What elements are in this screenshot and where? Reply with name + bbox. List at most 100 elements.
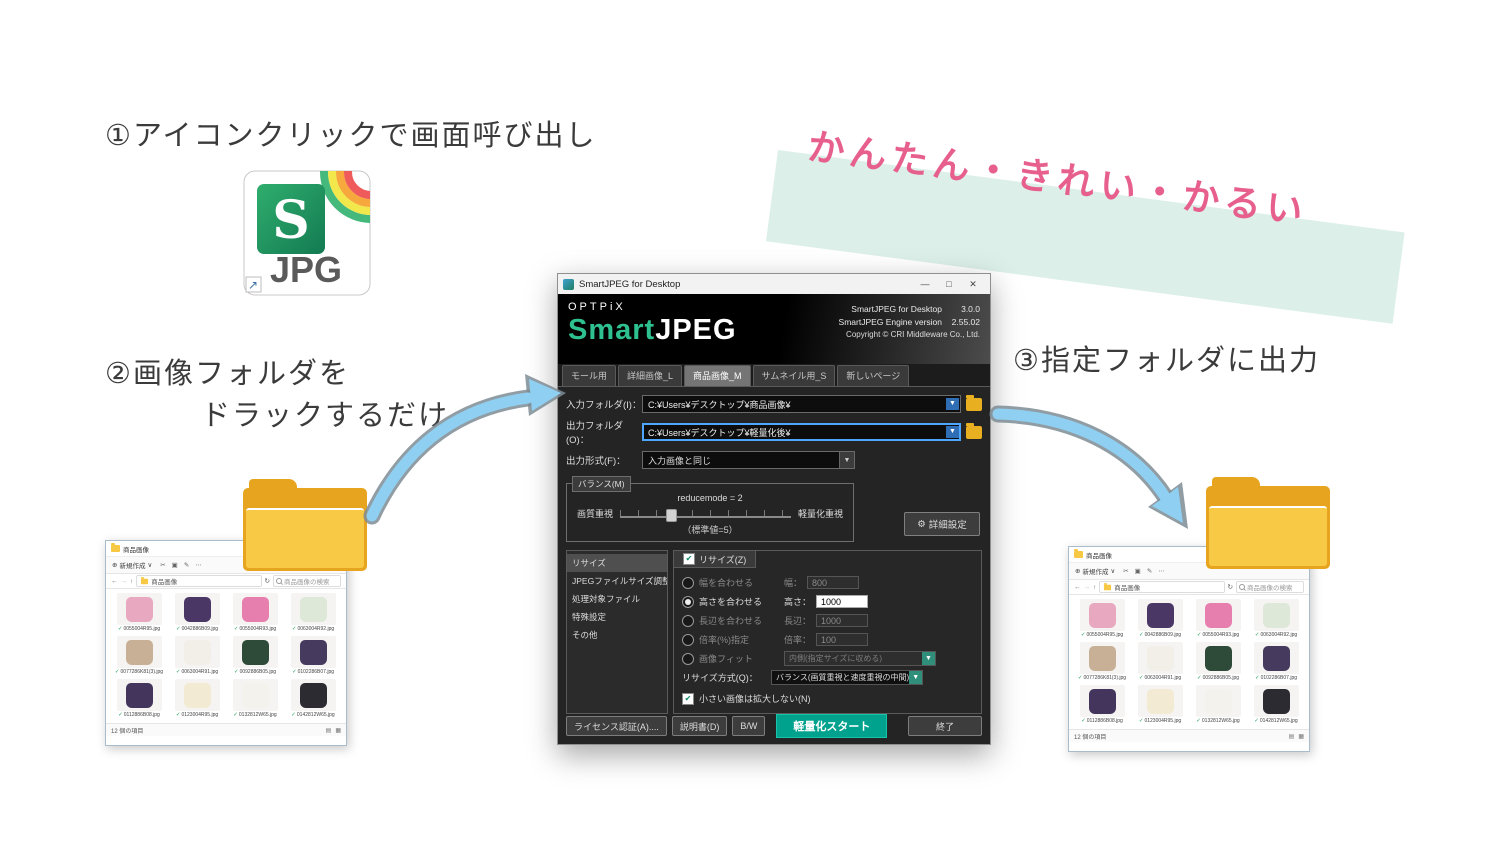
file-thumbnail[interactable]: ✓ 0123004R95.jpg bbox=[169, 679, 225, 719]
source-folder-icon[interactable] bbox=[243, 479, 367, 571]
file-thumbnail[interactable]: ✓ 0112886B08.jpg bbox=[111, 679, 167, 719]
grid-view-icon[interactable]: ▦ bbox=[335, 727, 341, 734]
file-thumbnail[interactable]: ✓ 0132812W65.jpg bbox=[1190, 685, 1246, 725]
file-thumbnail[interactable]: ✓ 0055004R93.jpg bbox=[1190, 599, 1246, 639]
back-icon[interactable]: ← bbox=[1074, 583, 1081, 591]
license-button[interactable]: ライセンス認証(A).... bbox=[566, 716, 667, 736]
output-folder-icon[interactable] bbox=[1206, 477, 1330, 569]
new-button[interactable]: ⊕ 新規作成 ∨ bbox=[1075, 566, 1115, 576]
file-thumbnail[interactable]: ✓ 0092886B05.jpg bbox=[227, 636, 283, 676]
tab-detail-l[interactable]: 詳細画像_L bbox=[618, 365, 683, 386]
file-thumbnail[interactable]: ✓ 0092886B05.jpg bbox=[1190, 642, 1246, 682]
exit-button[interactable]: 終了 bbox=[908, 716, 982, 736]
slider-handle[interactable] bbox=[666, 508, 678, 522]
balance-slider[interactable] bbox=[620, 508, 791, 522]
file-thumbnail[interactable]: ✓ 0112886B08.jpg bbox=[1074, 685, 1130, 725]
output-folder-label: 出力フォルダ(O)： bbox=[566, 421, 624, 446]
file-thumbnail[interactable]: ✓ 0042886B09.jpg bbox=[1132, 599, 1188, 639]
start-button[interactable]: 軽量化スタート bbox=[776, 714, 888, 738]
browse-output-folder-button[interactable] bbox=[966, 422, 982, 439]
rename-icon[interactable]: ✎ bbox=[1146, 568, 1153, 575]
file-thumbnail[interactable]: ✓ 0063004R92.jpg bbox=[285, 593, 341, 633]
up-icon[interactable]: ↑ bbox=[1093, 583, 1097, 591]
output-format-select[interactable]: 入力画像と同じ ▼ bbox=[642, 451, 855, 469]
forward-icon[interactable]: → bbox=[120, 577, 128, 585]
manual-button[interactable]: 説明書(D) bbox=[671, 716, 728, 736]
search-input[interactable]: 商品画像の検索 bbox=[1236, 581, 1304, 593]
output-folder-field[interactable]: C:¥Users¥デスクトップ¥軽量化後¥ ▼ bbox=[642, 423, 961, 441]
file-thumbnail[interactable]: ✓ 0055004R93.jpg bbox=[227, 593, 283, 633]
new-button[interactable]: ⊕ 新規作成 ∨ bbox=[112, 560, 152, 570]
file-thumbnail[interactable]: ✓ 0102286B07.jpg bbox=[1248, 642, 1304, 682]
list-view-icon[interactable]: ▤ bbox=[1288, 733, 1295, 740]
dropdown-icon[interactable]: ▼ bbox=[946, 426, 959, 438]
grid-view-icon[interactable]: ▦ bbox=[1298, 733, 1304, 740]
scale-percent-radio[interactable] bbox=[682, 633, 694, 646]
scale-percent-row: 倍率(%)指定 倍率： 100 bbox=[682, 630, 973, 649]
resize-method-select[interactable]: バランス(画質重視と速度重視の中間) ▼ bbox=[771, 670, 923, 685]
file-thumbnail[interactable]: ✓ 0077286K81(3).jpg bbox=[111, 636, 167, 676]
copy-icon[interactable]: ▣ bbox=[1134, 568, 1141, 575]
image-fit-radio[interactable] bbox=[682, 652, 694, 665]
cut-icon[interactable]: ✂ bbox=[160, 562, 166, 569]
scale-value-input[interactable]: 100 bbox=[816, 633, 869, 646]
tab-mall[interactable]: モール用 bbox=[562, 365, 617, 386]
close-button[interactable]: ✕ bbox=[969, 278, 977, 289]
file-thumbnail[interactable]: ✓ 0132812W65.jpg bbox=[227, 679, 283, 719]
tab-thumbnail-s[interactable]: サムネイル用_S bbox=[752, 365, 836, 386]
up-icon[interactable]: ↑ bbox=[130, 577, 134, 585]
rename-icon[interactable]: ✎ bbox=[183, 562, 190, 569]
dropdown-icon[interactable]: ▼ bbox=[946, 398, 959, 410]
maximize-button[interactable]: □ bbox=[946, 278, 952, 289]
cut-icon[interactable]: ✂ bbox=[1123, 568, 1129, 575]
file-thumbnail[interactable]: ✓ 0142812W65.jpg bbox=[285, 679, 341, 719]
minimize-button[interactable]: — bbox=[920, 278, 930, 289]
checkbox-checked-icon[interactable]: ✔ bbox=[683, 553, 695, 565]
sidebar-item-jpeg-filesize[interactable]: JPEGファイルサイズ調整 bbox=[572, 576, 667, 586]
refresh-icon[interactable]: ↻ bbox=[1227, 584, 1233, 591]
checkbox-checked-icon[interactable]: ✔ bbox=[682, 692, 694, 705]
browse-input-folder-button[interactable] bbox=[966, 394, 982, 411]
more-icon[interactable]: ⋯ bbox=[195, 562, 202, 569]
smartjpeg-desktop-icon[interactable]: S JPG ↗ bbox=[243, 170, 371, 301]
tab-product-m[interactable]: 商品画像_M bbox=[684, 365, 751, 386]
file-thumbnail[interactable]: ✓ 0142812W65.jpg bbox=[1248, 685, 1304, 725]
file-thumbnail[interactable]: ✓ 0077286K81(3).jpg bbox=[1074, 642, 1130, 682]
file-thumbnail[interactable]: ✓ 0055004R95.jpg bbox=[111, 593, 167, 633]
refresh-icon[interactable]: ↻ bbox=[264, 578, 270, 585]
width-value-input[interactable]: 800 bbox=[807, 576, 860, 589]
tab-new-page[interactable]: 新しいページ bbox=[837, 365, 910, 386]
list-view-icon[interactable]: ▤ bbox=[325, 727, 332, 734]
detail-settings-button[interactable]: ⚙ 詳細設定 bbox=[904, 512, 980, 536]
sidebar-item-other[interactable]: その他 bbox=[572, 630, 598, 640]
sidebar-item-special[interactable]: 特殊設定 bbox=[572, 612, 607, 622]
long-edge-value-input[interactable]: 1000 bbox=[816, 614, 869, 627]
height-value-input[interactable]: 1000 bbox=[816, 595, 869, 608]
back-icon[interactable]: ← bbox=[111, 577, 118, 585]
search-input[interactable]: 商品画像の検索 bbox=[273, 575, 341, 587]
file-thumbnail[interactable]: ✓ 0063004R92.jpg bbox=[1248, 599, 1304, 639]
app-titlebar[interactable]: SmartJPEG for Desktop — □ ✕ bbox=[558, 274, 990, 294]
balance-group-label[interactable]: バランス(M) bbox=[572, 476, 631, 492]
resize-enable-tab[interactable]: ✔ リサイズ(Z) bbox=[674, 551, 757, 568]
input-folder-field[interactable]: C:¥Users¥デスクトップ¥商品画像¥ ▼ bbox=[642, 395, 961, 413]
file-thumbnail[interactable]: ✓ 0063004R91.jpg bbox=[1132, 642, 1188, 682]
forward-icon[interactable]: → bbox=[1083, 583, 1091, 591]
file-thumbnail[interactable]: ✓ 0063004R91.jpg bbox=[169, 636, 225, 676]
address-input[interactable]: 商品画像 bbox=[1099, 581, 1225, 593]
more-icon[interactable]: ⋯ bbox=[1158, 568, 1165, 575]
fit-width-radio[interactable] bbox=[682, 576, 694, 589]
bw-button[interactable]: B/W bbox=[732, 716, 766, 736]
file-thumbnail[interactable]: ✓ 0042886B09.jpg bbox=[169, 593, 225, 633]
sidebar-item-resize[interactable]: リサイズ bbox=[567, 554, 667, 572]
no-upscale-row[interactable]: ✔ 小さい画像は拡大しない(N) bbox=[682, 692, 973, 705]
copy-icon[interactable]: ▣ bbox=[171, 562, 178, 569]
file-thumbnail[interactable]: ✓ 0055004R95.jpg bbox=[1074, 599, 1130, 639]
file-thumbnail[interactable]: ✓ 0102286B07.jpg bbox=[285, 636, 341, 676]
file-thumbnail[interactable]: ✓ 0123004R95.jpg bbox=[1132, 685, 1188, 725]
fit-height-radio[interactable] bbox=[682, 595, 694, 608]
address-input[interactable]: 商品画像 bbox=[136, 575, 262, 587]
fit-long-edge-radio[interactable] bbox=[682, 614, 694, 627]
sidebar-item-target-files[interactable]: 処理対象ファイル bbox=[572, 594, 641, 604]
image-fit-select[interactable]: 内側(指定サイズに収める) ▼ bbox=[784, 651, 936, 666]
